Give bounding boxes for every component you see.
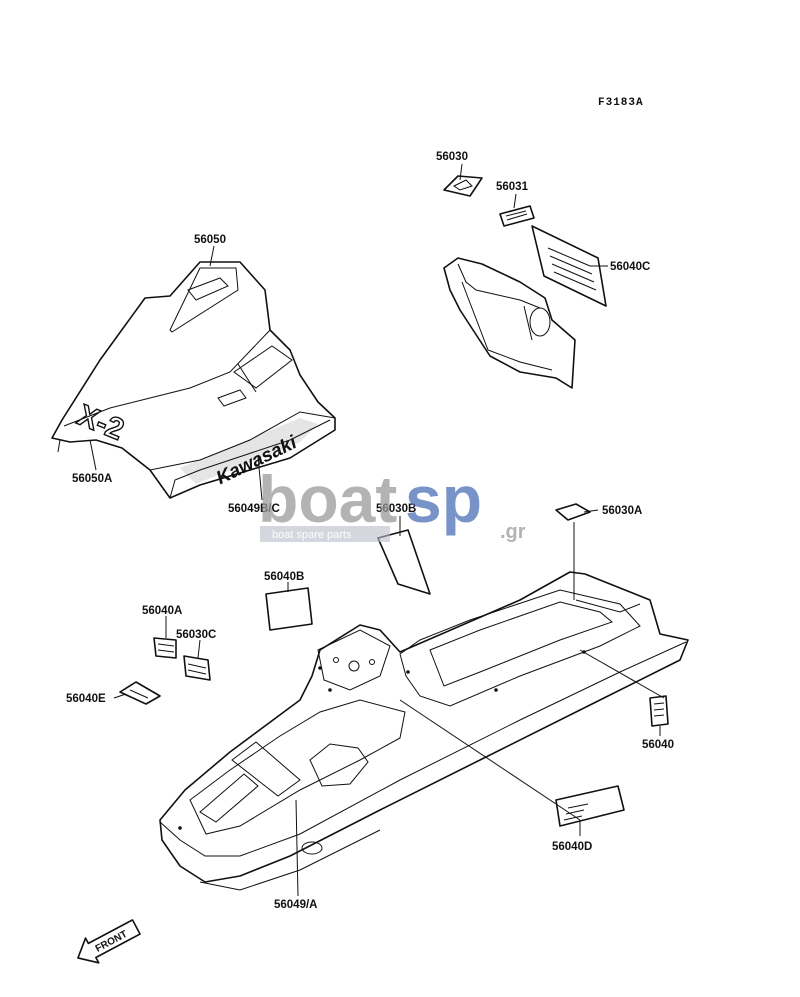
label-56050: 56050 (194, 234, 226, 246)
label-56030C: 56030C (176, 629, 216, 641)
decal-56030 (443, 175, 483, 197)
watermark-suffix: .gr (500, 521, 526, 543)
front-arrow-icon: FRONT (77, 919, 141, 964)
watermark-word-b: sp (405, 462, 482, 536)
label-56040: 56040 (642, 739, 674, 751)
watermark-word-a: boat (258, 462, 397, 536)
tray-part (443, 257, 576, 389)
figure-code: F3183A (598, 97, 644, 109)
label-56031: 56031 (496, 181, 529, 193)
decal-56040D (555, 785, 625, 827)
hull-part (159, 522, 689, 891)
decal-56040E (119, 681, 161, 705)
label-56050A: 56050A (72, 473, 112, 485)
label-56030A: 56030A (602, 505, 642, 517)
decal-56040C (531, 225, 607, 307)
label-56040E: 56040E (66, 693, 106, 705)
label-56030: 56030 (436, 151, 468, 163)
decal-56030A (555, 503, 591, 521)
label-56049A: 56049/A (274, 899, 317, 911)
decal-56040B (265, 587, 313, 631)
label-56030B: 56030B (376, 503, 416, 515)
label-56040B: 56040B (264, 571, 304, 583)
watermark: boat sp .gr boat spare parts (258, 462, 526, 543)
leader-lines (89, 163, 665, 897)
decal-56040A (153, 637, 177, 659)
decal-56031 (499, 205, 535, 227)
label-56049BC: 56049B/C (228, 503, 280, 515)
label-56040A: 56040A (142, 605, 182, 617)
hood-model-mark: X-2 (73, 399, 129, 447)
watermark-tagline: boat spare parts (272, 529, 352, 541)
decal-56030B (377, 529, 431, 595)
decal-56030C (183, 655, 211, 681)
label-56040D: 56040D (552, 841, 592, 853)
label-56040C: 56040C (610, 261, 650, 273)
decal-56040 (649, 695, 669, 727)
